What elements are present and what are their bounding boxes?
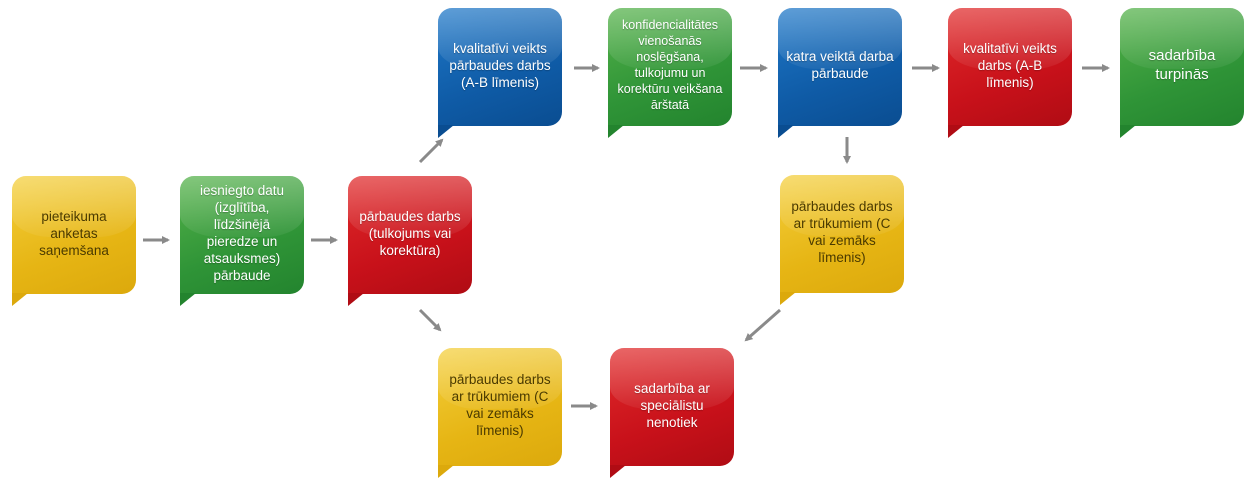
node-no-cooperation-label: sadarbība ar speciālistu nenotiek: [634, 380, 710, 430]
node-test-flawed-lower-label: pārbaudes darbs ar trūkumiem (C vai zemā…: [449, 372, 551, 438]
node-cooperation-continues: sadarbība turpinās: [1120, 8, 1244, 138]
node-cooperation-continues-label: sadarbība turpinās: [1148, 47, 1216, 83]
node-confidentiality: konfidencialitātes vienošanās noslēgšana…: [608, 8, 732, 138]
node-data-check: iesniegto datu (izglītība, līdzšinējā pi…: [180, 176, 304, 306]
node-quality-test-ab: kvalitatīvi veikts pārbaudes darbs (A-B …: [438, 8, 562, 138]
node-test-flawed-upper-label: pārbaudes darbs ar trūkumiem (C vai zemā…: [791, 199, 893, 265]
node-each-work-check-label: katra veiktā darba pārbaude: [786, 49, 894, 81]
node-test-work-label: pārbaudes darbs (tulkojums vai korektūra…: [359, 208, 461, 258]
node-data-check-label: iesniegto datu (izglītība, līdzšinējā pi…: [199, 183, 285, 283]
arrow-test-work-to-quality-test: [418, 138, 444, 164]
arrow-test-work-to-flawed-lower: [418, 308, 442, 332]
node-no-cooperation: sadarbība ar speciālistu nenotiek: [610, 348, 734, 478]
node-quality-test-ab-label: kvalitatīvi veikts pārbaudes darbs (A-B …: [449, 40, 551, 90]
node-test-work: pārbaudes darbs (tulkojums vai korektūra…: [348, 176, 472, 306]
node-application: pieteikuma anketas saņemšana: [12, 176, 136, 306]
arrow-flawed-upper-to-no-cooperation: [744, 308, 781, 342]
node-test-flawed-upper: pārbaudes darbs ar trūkumiem (C vai zemā…: [780, 175, 904, 305]
node-each-work-check: katra veiktā darba pārbaude: [778, 8, 902, 138]
node-quality-work-ab-label: kvalitatīvi veikts darbs (A-B līmenis): [963, 40, 1057, 90]
node-confidentiality-label: konfidencialitātes vienošanās noslēgšana…: [617, 18, 723, 112]
node-quality-work-ab: kvalitatīvi veikts darbs (A-B līmenis): [948, 8, 1072, 138]
node-test-flawed-lower: pārbaudes darbs ar trūkumiem (C vai zemā…: [438, 348, 562, 478]
node-application-label: pieteikuma anketas saņemšana: [39, 208, 109, 258]
